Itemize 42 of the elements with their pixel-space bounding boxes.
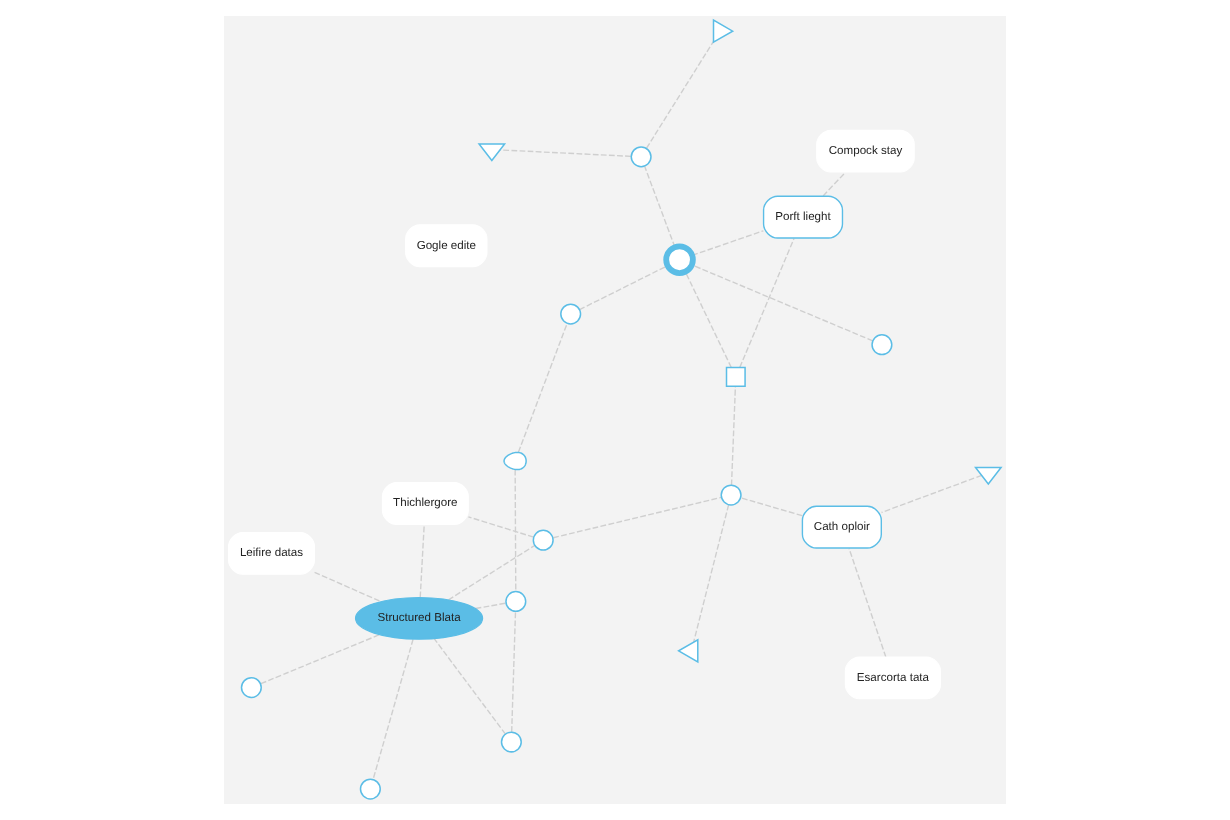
connector [740, 497, 803, 517]
node-square [725, 366, 746, 387]
connector [514, 469, 517, 593]
node-triangle [974, 466, 1003, 486]
connector [517, 322, 568, 453]
connector [684, 271, 732, 368]
node-drop [503, 451, 527, 471]
connector [578, 265, 669, 311]
connector [552, 496, 723, 539]
node-circle [240, 677, 262, 699]
connector [467, 516, 535, 538]
node-circle [720, 484, 742, 506]
node-circle [630, 146, 652, 168]
connector [372, 638, 414, 781]
connector [511, 610, 517, 733]
connector [474, 602, 507, 610]
connector [499, 149, 632, 158]
connector [691, 264, 874, 342]
node-circle [532, 529, 554, 551]
connector [693, 504, 730, 643]
connector [730, 385, 737, 486]
connector [848, 547, 887, 658]
node-triangle [477, 143, 507, 162]
connector [313, 571, 382, 603]
node-circle [500, 731, 522, 753]
connector [419, 523, 425, 598]
node-circle [560, 303, 582, 325]
connector [822, 171, 847, 197]
connector [260, 634, 380, 685]
connector [691, 230, 765, 256]
connector [644, 165, 676, 248]
connector [739, 237, 795, 369]
node-triangle [677, 638, 699, 664]
connector [645, 40, 715, 149]
node-circle [871, 334, 893, 356]
connector [447, 544, 536, 601]
node-circle [359, 778, 381, 800]
node-circle [505, 590, 527, 613]
connector [433, 637, 506, 735]
node-triangle [712, 18, 735, 44]
node-ring [663, 243, 696, 276]
connector [880, 474, 983, 514]
